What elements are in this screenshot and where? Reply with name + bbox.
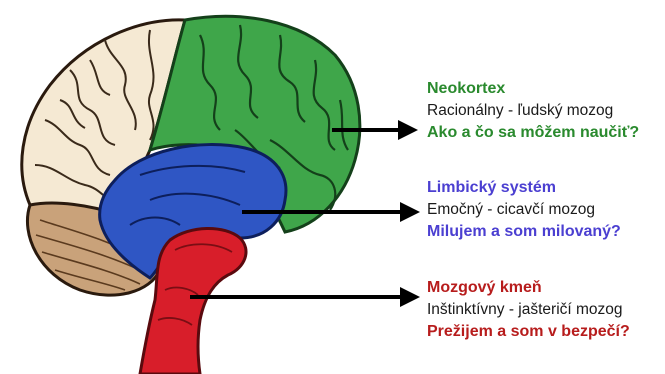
limbic-description: Emočný - cicavčí mozog — [427, 199, 663, 221]
neocortex-question: Ako a čo sa môžem naučiť? — [427, 122, 663, 144]
label-neocortex: Neokortex Racionálny - ľudský mozog Ako … — [427, 78, 663, 144]
limbic-title: Limbický systém — [427, 177, 663, 199]
neocortex-title: Neokortex — [427, 78, 663, 100]
arrow-brainstem — [190, 287, 420, 307]
limbic-question: Milujem a som milovaný? — [427, 221, 663, 243]
label-limbic: Limbický systém Emočný - cicavčí mozog M… — [427, 177, 663, 243]
label-brainstem: Mozgový kmeň Inštinktívny - jašteričí mo… — [427, 277, 663, 343]
brainstem-title: Mozgový kmeň — [427, 277, 663, 299]
neocortex-description: Racionálny - ľudský mozog — [427, 100, 663, 122]
brainstem-question: Prežijem a som v bezpečí? — [427, 321, 663, 343]
brainstem-description: Inštinktívny - jašteričí mozog — [427, 299, 663, 321]
